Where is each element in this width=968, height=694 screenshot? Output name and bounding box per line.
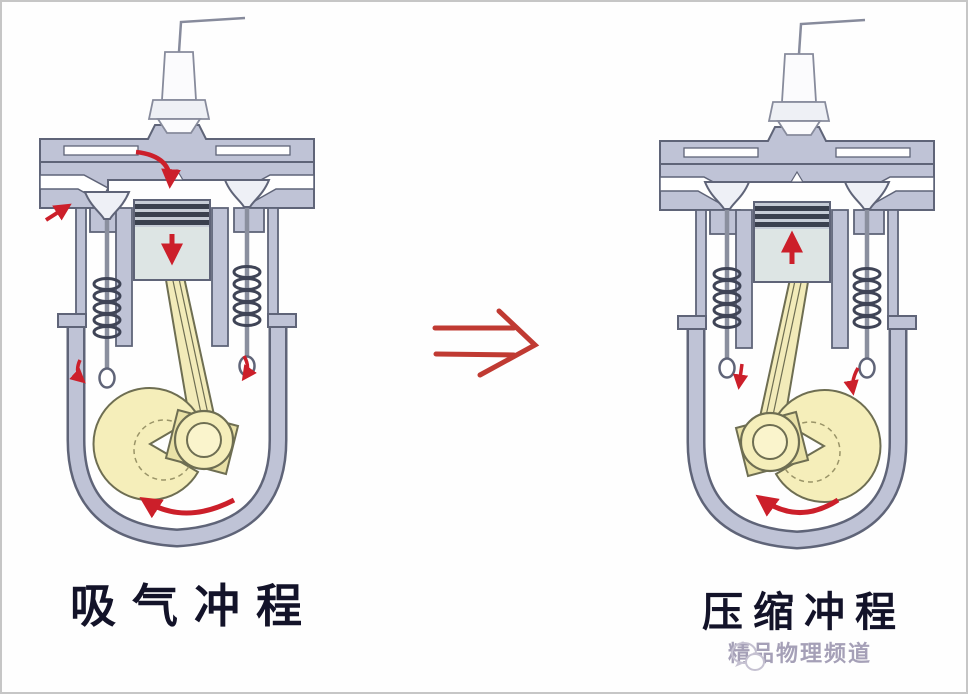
- left-tappet-arrow: [69, 359, 86, 384]
- compression-stroke-label: 压缩冲程: [702, 589, 906, 635]
- intake-stroke-label: 吸气冲程: [70, 581, 318, 632]
- port-flow-arrow: [44, 203, 72, 222]
- watermark: 精品物理频道: [728, 636, 872, 671]
- engine-compression-stroke: [660, 18, 934, 540]
- intake-flow-arrow: [135, 149, 181, 189]
- wechat-bubbles-icon: [731, 642, 765, 671]
- right-tappet-arrow: [843, 367, 860, 396]
- compression-stroke-arrows: [732, 230, 860, 517]
- right-tappet-arrow: [241, 355, 257, 382]
- engine-intake-stroke: [40, 16, 314, 538]
- crank-rotation-arrow: [139, 497, 236, 519]
- spark-plug: [767, 18, 867, 137]
- left-tappet-arrow: [732, 363, 749, 390]
- crank-rotation-arrow: [755, 494, 840, 517]
- implies-arrow: [432, 308, 540, 378]
- intake-stroke-arrows: [44, 149, 257, 519]
- spark-plug: [147, 16, 247, 135]
